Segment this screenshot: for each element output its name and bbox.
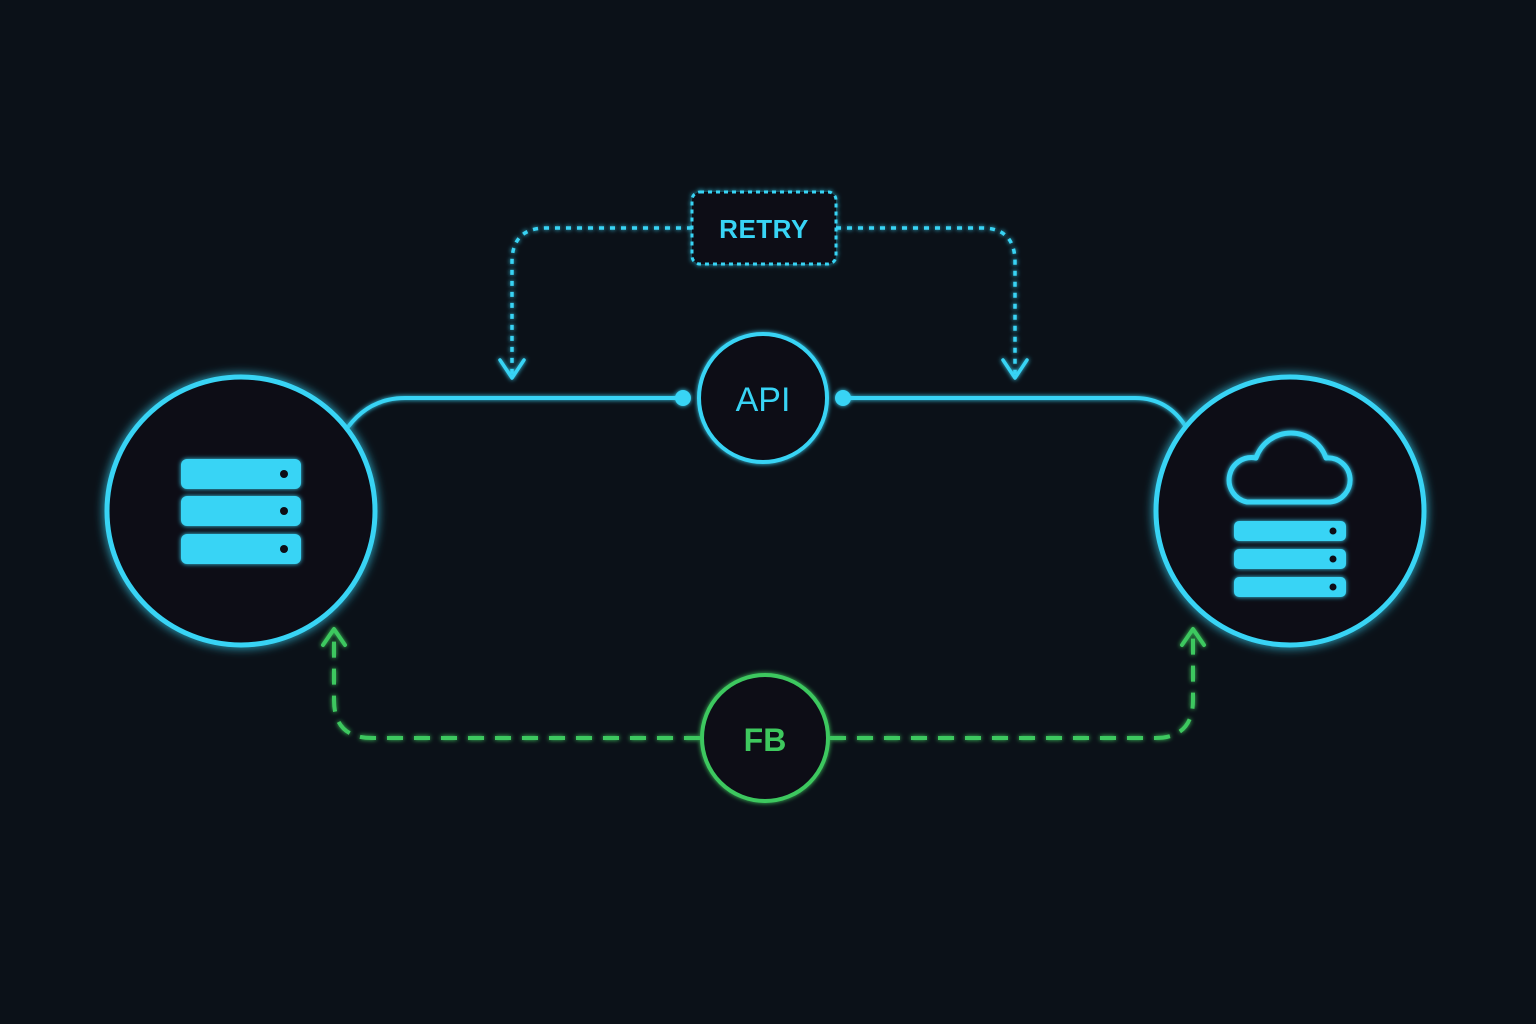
retry-label: RETRY [719, 214, 809, 244]
api-node [697, 332, 829, 464]
api-label: API [736, 381, 791, 419]
fallback-arrowhead-right [1180, 627, 1206, 647]
server-rack-icon [181, 459, 301, 564]
api-connection [346, 390, 1188, 429]
retry-path-left [510, 226, 692, 374]
api-line-left [346, 396, 683, 429]
api-connector-dot-right [835, 390, 851, 406]
fallback-loop [321, 627, 1206, 740]
cloud-icon [1226, 430, 1353, 505]
retry-arrowhead-left [498, 358, 526, 380]
fallback-path-left [332, 636, 700, 740]
fallback-arrowhead-left [321, 627, 347, 647]
retry-arrowhead-right [1001, 358, 1029, 380]
retry-loop [498, 190, 1029, 380]
api-line-right [843, 396, 1188, 429]
cloud-server-icon [1226, 430, 1353, 597]
retry-box [690, 190, 838, 266]
api-connector-dot-left [675, 390, 691, 406]
fallback-node [700, 673, 830, 803]
fallback-label: FB [744, 722, 787, 758]
fallback-path-right [830, 636, 1195, 740]
retry-path-right [836, 226, 1017, 374]
target-cloud-node [1153, 374, 1427, 648]
source-server-node [104, 374, 378, 648]
